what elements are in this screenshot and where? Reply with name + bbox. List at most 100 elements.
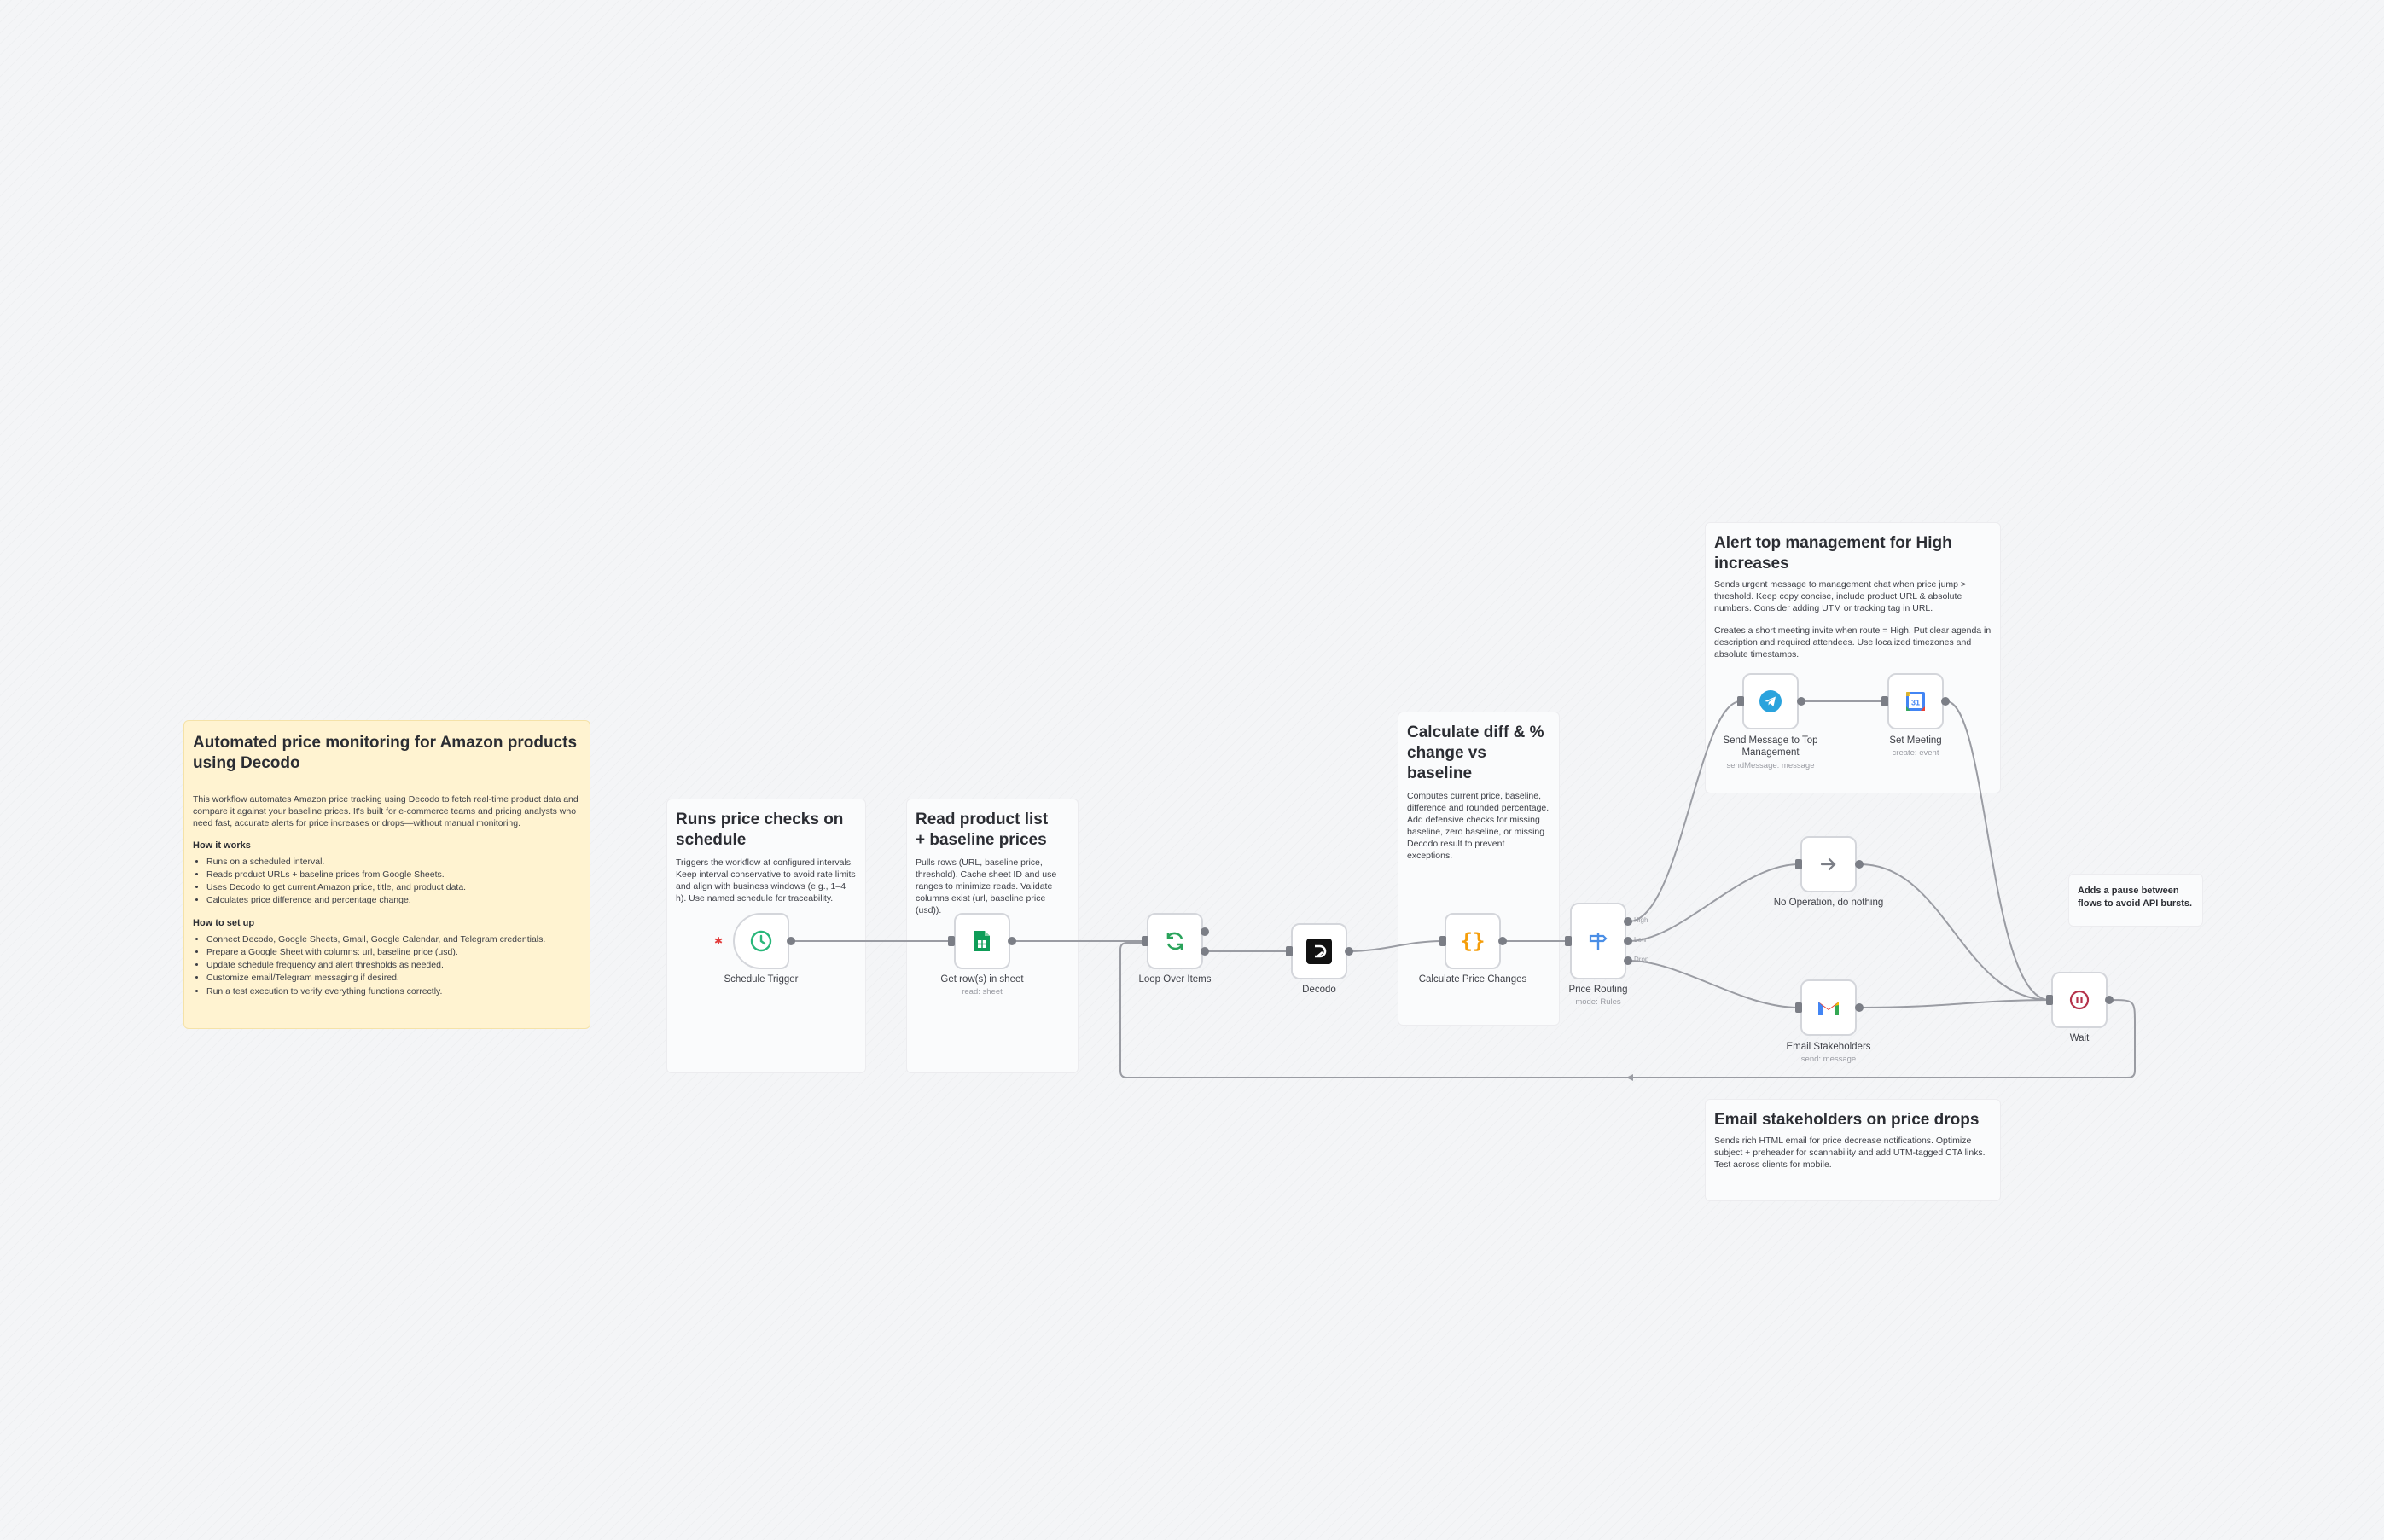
node-schedule-trigger[interactable] — [733, 913, 789, 969]
route-label-high: High — [1634, 916, 1648, 924]
overview-title: Automated price monitoring for Amazon pr… — [193, 734, 578, 773]
input-handle[interactable] — [1565, 936, 1572, 946]
node-label: Calculate Price Changes — [1418, 974, 1527, 985]
input-handle[interactable] — [1439, 936, 1446, 946]
node-label: Schedule Trigger — [724, 974, 799, 985]
signpost-icon — [1585, 928, 1611, 954]
code-braces-icon: {} — [1460, 929, 1486, 953]
output-handle[interactable] — [1941, 697, 1950, 706]
edge-noop-to-wait — [1859, 863, 2050, 1001]
node-send-message-top-management[interactable] — [1742, 673, 1799, 729]
refresh-icon — [1162, 928, 1188, 954]
output-handle[interactable] — [1855, 1003, 1864, 1012]
trigger-marker-icon: ✱ — [713, 935, 724, 947]
output-handle-high[interactable] — [1624, 917, 1632, 926]
input-handle[interactable] — [1142, 936, 1148, 946]
input-handle[interactable] — [1795, 859, 1802, 869]
list-item: Calculates price difference and percenta… — [206, 894, 581, 907]
calc-note-body: Computes current price, baseline, differ… — [1407, 791, 1550, 861]
email-note-body: Sends rich HTML email for price decrease… — [1714, 1136, 1986, 1170]
alert-note-title: Alert top management for High increases — [1714, 534, 1952, 573]
node-label: Decodo — [1302, 985, 1336, 995]
decodo-icon — [1306, 939, 1332, 964]
output-handle[interactable] — [787, 937, 795, 945]
how-it-works-list: Runs on a scheduled interval. Reads prod… — [193, 856, 581, 908]
output-handle[interactable] — [1498, 937, 1507, 945]
node-wait[interactable] — [2051, 972, 2108, 1028]
sticky-note-overview[interactable]: Automated price monitoring for Amazon pr… — [183, 720, 590, 1029]
node-set-meeting[interactable]: 31 — [1887, 673, 1944, 729]
node-decodo[interactable] — [1291, 923, 1347, 979]
arrow-right-icon — [1816, 851, 1841, 877]
input-handle[interactable] — [1737, 696, 1744, 706]
node-get-rows-in-sheet[interactable] — [954, 913, 1010, 969]
list-item: Runs on a scheduled interval. — [206, 856, 581, 869]
input-handle[interactable] — [1881, 696, 1888, 706]
email-note-title: Email stakeholders on price drops — [1714, 1111, 1980, 1129]
route-label-low: Low — [1634, 936, 1647, 944]
read-note-body: Pulls rows (URL, baseline price, thresho… — [916, 857, 1057, 915]
google-sheets-icon — [969, 928, 995, 954]
output-handle-done[interactable] — [1201, 927, 1209, 936]
node-loop-over-items[interactable] — [1147, 913, 1203, 969]
node-no-operation[interactable] — [1800, 836, 1857, 892]
read-note-title: Read product list + baseline prices — [916, 811, 1049, 850]
google-calendar-icon: 31 — [1903, 689, 1928, 714]
node-calculate-price-changes[interactable]: {} — [1445, 913, 1501, 969]
schedule-note-title: Runs price checks on schedule — [676, 811, 844, 850]
node-label: Loop Over Items — [1138, 974, 1212, 985]
list-item: Update schedule frequency and alert thre… — [206, 959, 581, 972]
input-handle[interactable] — [948, 936, 955, 946]
list-item: Uses Decodo to get current Amazon price,… — [206, 881, 581, 894]
input-handle[interactable] — [2046, 995, 2053, 1005]
edge-decodo-to-calc — [1349, 940, 1443, 952]
node-price-routing[interactable] — [1570, 903, 1626, 979]
route-label-drop: Drop — [1634, 956, 1649, 963]
clock-icon — [748, 928, 774, 954]
how-it-works-heading: How it works — [193, 840, 251, 851]
edge-drop-to-gmail — [1628, 960, 1800, 1008]
sticky-note-wait[interactable]: Adds a pause between flows to avoid API … — [2068, 874, 2203, 927]
wait-note-body: Adds a pause between flows to avoid API … — [2078, 886, 2193, 909]
node-email-stakeholders[interactable] — [1800, 979, 1857, 1036]
sticky-note-alert[interactable]: Alert top management for High increases … — [1705, 522, 2001, 793]
alert-note-body-telegram: Sends urgent message to management chat … — [1714, 579, 1967, 613]
output-handle-loop[interactable] — [1201, 947, 1209, 956]
gmail-icon — [1816, 995, 1841, 1020]
input-handle[interactable] — [1795, 1002, 1802, 1013]
sticky-note-email[interactable]: Email stakeholders on price drops Sends … — [1705, 1099, 2001, 1201]
sticky-note-calc[interactable]: Calculate diff & % change vs baseline Co… — [1398, 712, 1560, 1026]
alert-note-body-meeting: Creates a short meeting invite when rout… — [1714, 625, 1992, 660]
output-handle[interactable] — [1345, 947, 1353, 956]
list-item: Prepare a Google Sheet with columns: url… — [206, 946, 581, 959]
output-handle-drop[interactable] — [1624, 956, 1632, 965]
node-label: No Operation, do nothing — [1773, 898, 1884, 908]
telegram-icon — [1758, 689, 1783, 714]
edge-low-to-noop — [1628, 863, 1800, 942]
calc-note-title: Calculate diff & % change vs baseline — [1407, 724, 1544, 783]
edge-wait-loop-back — [1119, 942, 2136, 1078]
output-handle[interactable] — [1008, 937, 1016, 945]
output-handle[interactable] — [1855, 860, 1864, 869]
list-item: Run a test execution to verify everythin… — [206, 985, 581, 998]
overview-body: This workflow automates Amazon price tra… — [193, 794, 579, 828]
schedule-note-body: Triggers the workflow at configured inte… — [676, 857, 856, 904]
output-handle-low[interactable] — [1624, 937, 1632, 945]
list-item: Connect Decodo, Google Sheets, Gmail, Go… — [206, 933, 581, 946]
node-label: Wait — [2069, 1033, 2090, 1043]
input-handle[interactable] — [1286, 946, 1293, 956]
list-item: Customize email/Telegram messaging if de… — [206, 972, 581, 985]
output-handle[interactable] — [2105, 996, 2114, 1004]
edge-gmail-to-wait — [1859, 999, 2050, 1008]
how-to-set-up-heading: How to set up — [193, 917, 255, 928]
list-item: Reads product URLs + baseline prices fro… — [206, 869, 581, 881]
svg-text:31: 31 — [1911, 699, 1920, 707]
edge-high-to-telegram — [1628, 700, 1741, 922]
output-handle[interactable] — [1797, 697, 1805, 706]
